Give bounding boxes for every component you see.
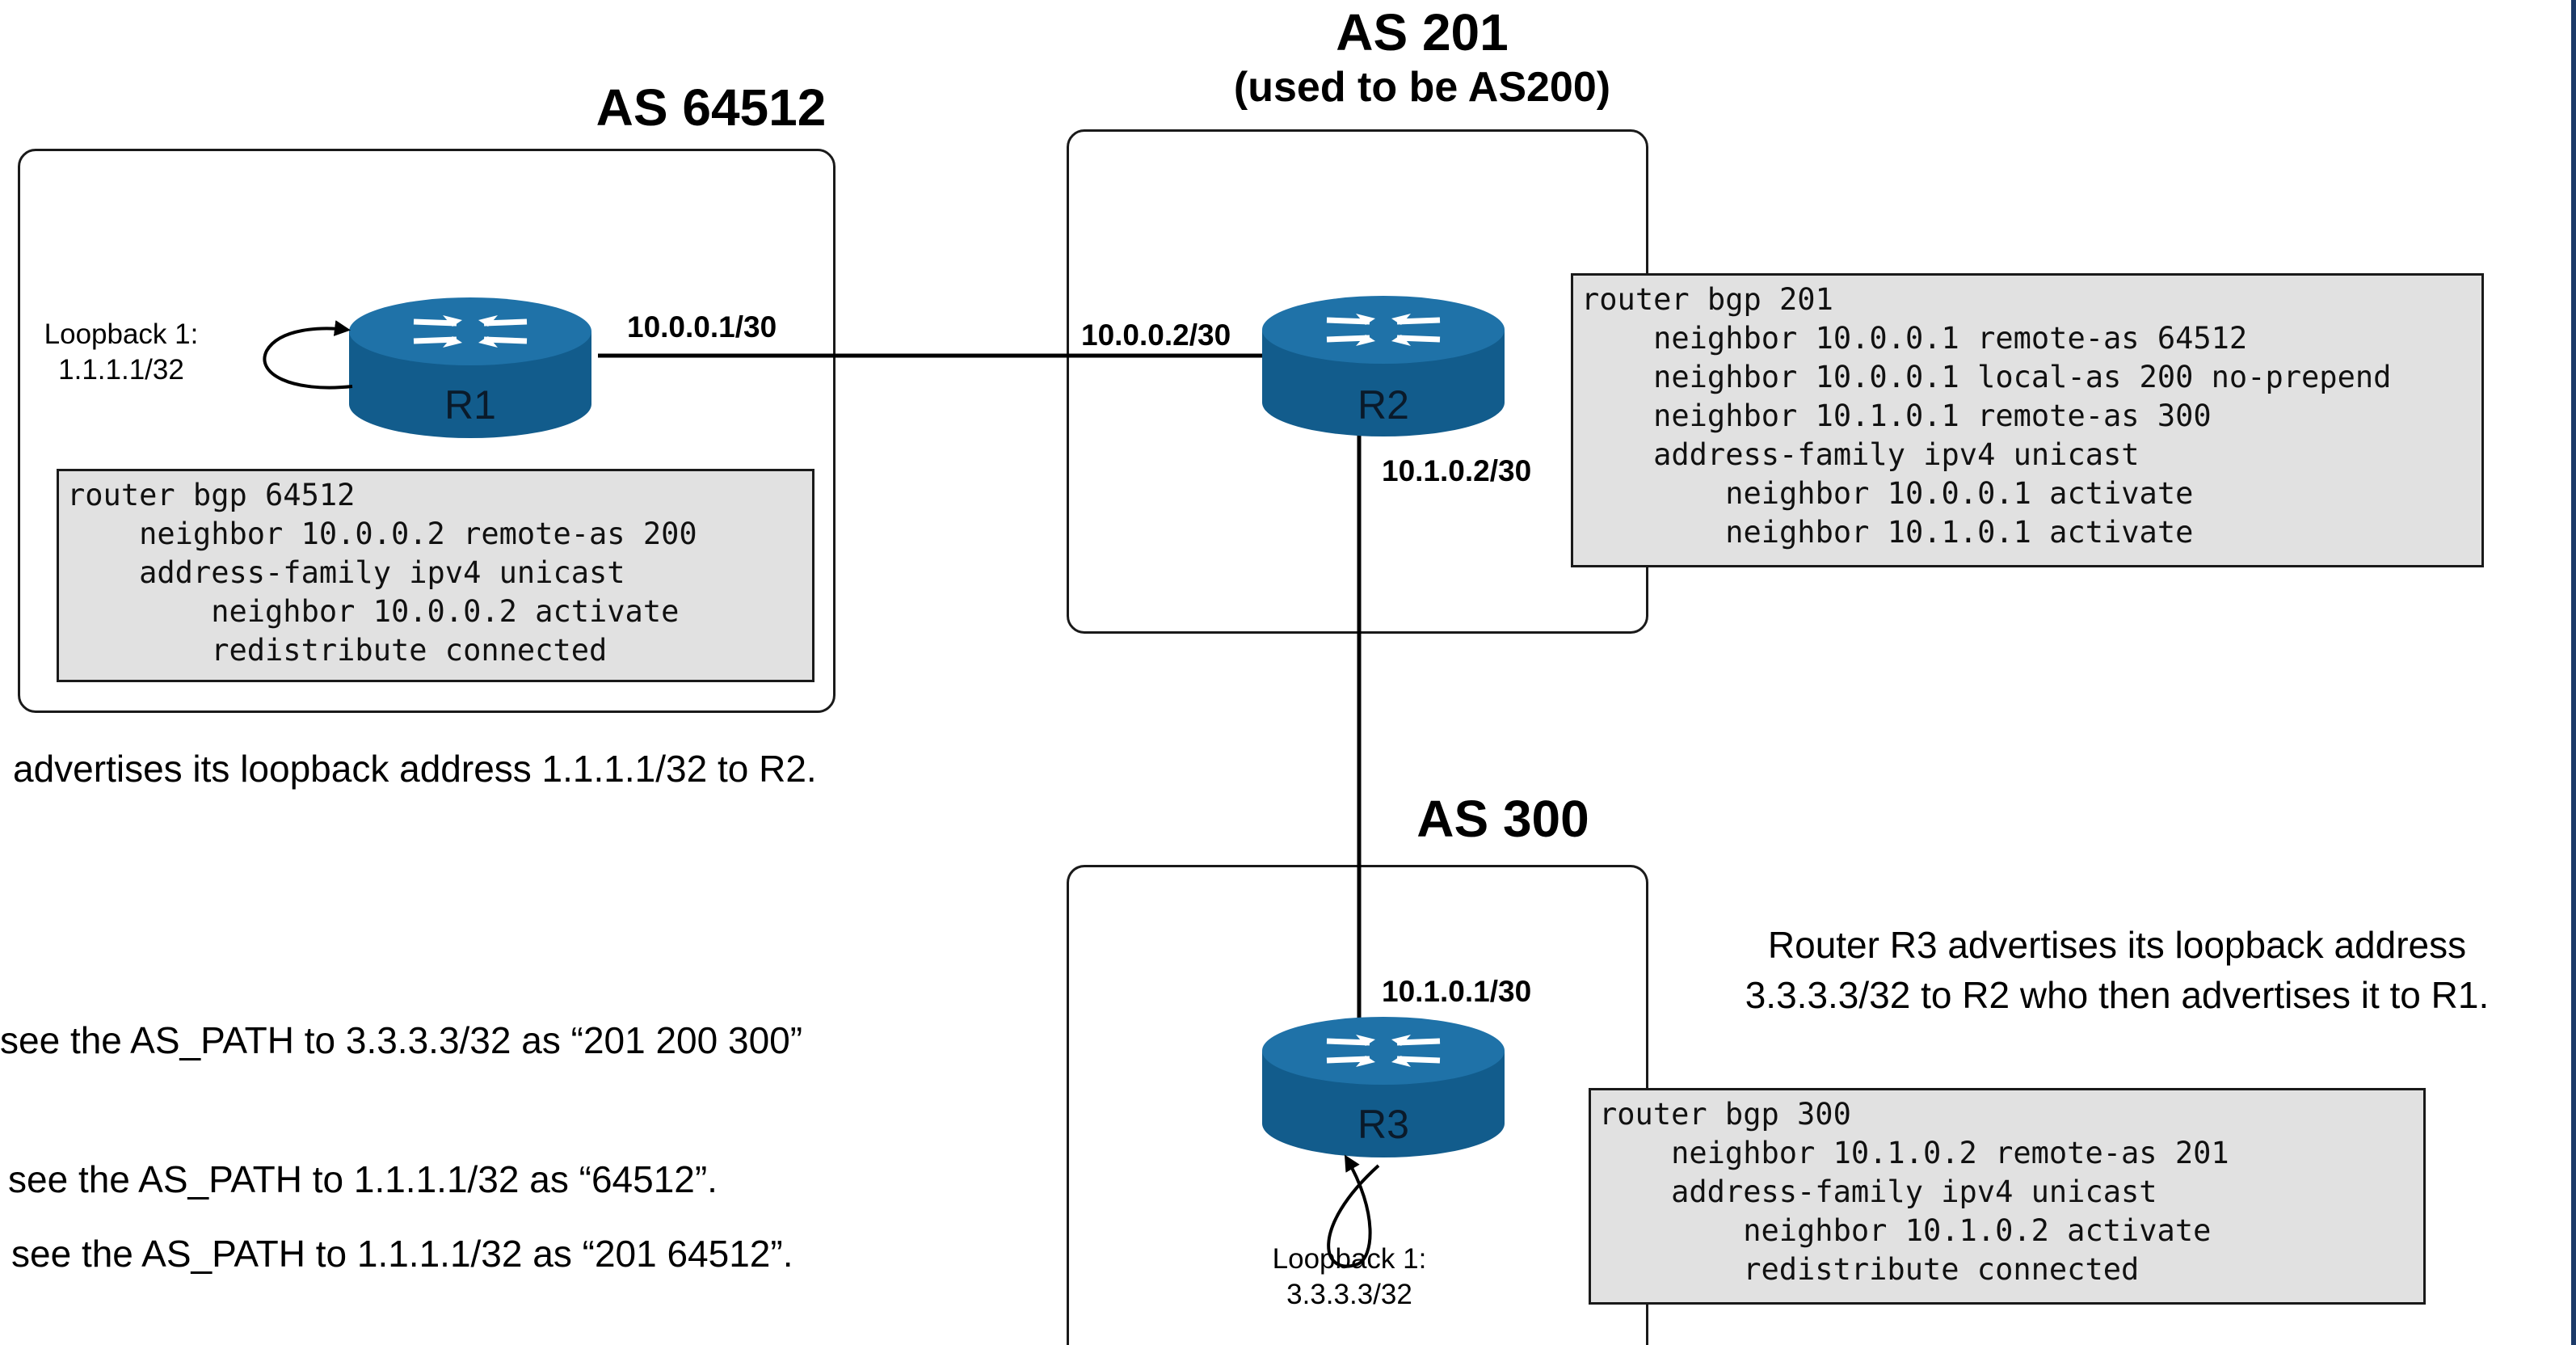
config-line: redistribute connected <box>67 633 608 668</box>
loopback-arrow-icon <box>1327 1154 1380 1268</box>
interface-r2-left-label: 10.0.0.2/30 <box>1081 318 1231 352</box>
config-line: neighbor 10.0.0.1 local-as 200 no-prepen… <box>1581 360 2392 394</box>
r1-loopback-address: 1.1.1.1/32 <box>58 354 184 386</box>
config-line: neighbor 10.0.0.2 activate <box>67 594 680 629</box>
router-r1: R1 <box>349 297 591 438</box>
as-64512-title: AS 64512 <box>596 78 827 137</box>
as-300-title: AS 300 <box>1416 790 1589 848</box>
config-line: router bgp 201 <box>1581 282 1833 317</box>
config-line: neighbor 10.1.0.1 remote-as 300 <box>1581 398 2212 433</box>
router-r2: R2 <box>1262 296 1505 436</box>
router-icon <box>1262 1017 1505 1157</box>
router-icon <box>1262 296 1505 436</box>
config-line: address-family ipv4 unicast <box>1581 437 2140 472</box>
r3-loopback-address: 3.3.3.3/32 <box>1286 1279 1412 1310</box>
router-r3: R3 <box>1262 1017 1505 1157</box>
r3-loopback-label: Loopback 1: 3.3.3.3/32 <box>1236 1242 1463 1313</box>
r3-advertisement-line-2: 3.3.3.3/32 to R2 who then advertises it … <box>1745 974 2490 1016</box>
interface-r3-label: 10.1.0.1/30 <box>1382 975 1532 1008</box>
r2-bgp-config: router bgp 201 neighbor 10.0.0.1 remote-… <box>1571 273 2484 567</box>
r1-loopback-label: Loopback 1: 1.1.1.1/32 <box>32 317 210 388</box>
as-201-title: AS 201 (used to be AS200) <box>1164 3 1681 113</box>
r3-advertisement-note: Router R3 advertises its loopback addres… <box>1673 920 2561 1020</box>
as-201-name: AS 201 <box>1336 3 1509 61</box>
r3-loopback-title: Loopback 1: <box>1272 1243 1427 1275</box>
router-r1-label: R1 <box>444 382 496 428</box>
as-path-note-1: see the AS_PATH to 3.3.3.3/32 as “201 20… <box>0 1019 803 1061</box>
router-r2-label: R2 <box>1357 382 1409 428</box>
interface-r1-label: 10.0.0.1/30 <box>627 310 777 344</box>
config-line: neighbor 10.1.0.2 remote-as 201 <box>1599 1136 2229 1170</box>
interface-r2-bottom-label: 10.1.0.2/30 <box>1382 454 1532 487</box>
slide-edge-bar <box>2571 0 2576 1345</box>
r1-bgp-config: router bgp 64512 neighbor 10.0.0.2 remot… <box>57 469 814 682</box>
config-line: neighbor 10.0.0.1 remote-as 64512 <box>1581 321 2248 356</box>
config-line: neighbor 10.1.0.1 activate <box>1581 515 2194 550</box>
r1-advertisement-note: advertises its loopback address 1.1.1.1/… <box>13 748 817 790</box>
config-line: router bgp 300 <box>1599 1097 1851 1132</box>
r3-bgp-config: router bgp 300 neighbor 10.1.0.2 remote-… <box>1589 1088 2426 1305</box>
as-201-subtitle: (used to be AS200) <box>1233 64 1611 111</box>
config-line: redistribute connected <box>1599 1252 2140 1287</box>
as-path-note-2: see the AS_PATH to 1.1.1.1/32 as “64512”… <box>8 1158 718 1200</box>
router-r3-label: R3 <box>1357 1102 1409 1147</box>
config-line: neighbor 10.1.0.2 activate <box>1599 1213 2212 1248</box>
loopback-arrow-icon <box>263 320 353 390</box>
as-path-note-3: see the AS_PATH to 1.1.1.1/32 as “201 64… <box>11 1233 793 1275</box>
config-line: router bgp 64512 <box>67 478 356 512</box>
config-line: address-family ipv4 unicast <box>67 555 625 590</box>
r1-loopback-title: Loopback 1: <box>44 318 199 350</box>
config-line: address-family ipv4 unicast <box>1599 1174 2157 1209</box>
r3-advertisement-line-1: Router R3 advertises its loopback addres… <box>1767 924 2467 966</box>
config-line: neighbor 10.0.0.1 activate <box>1581 476 2194 511</box>
router-icon <box>349 297 591 438</box>
config-line: neighbor 10.0.0.2 remote-as 200 <box>67 516 697 551</box>
